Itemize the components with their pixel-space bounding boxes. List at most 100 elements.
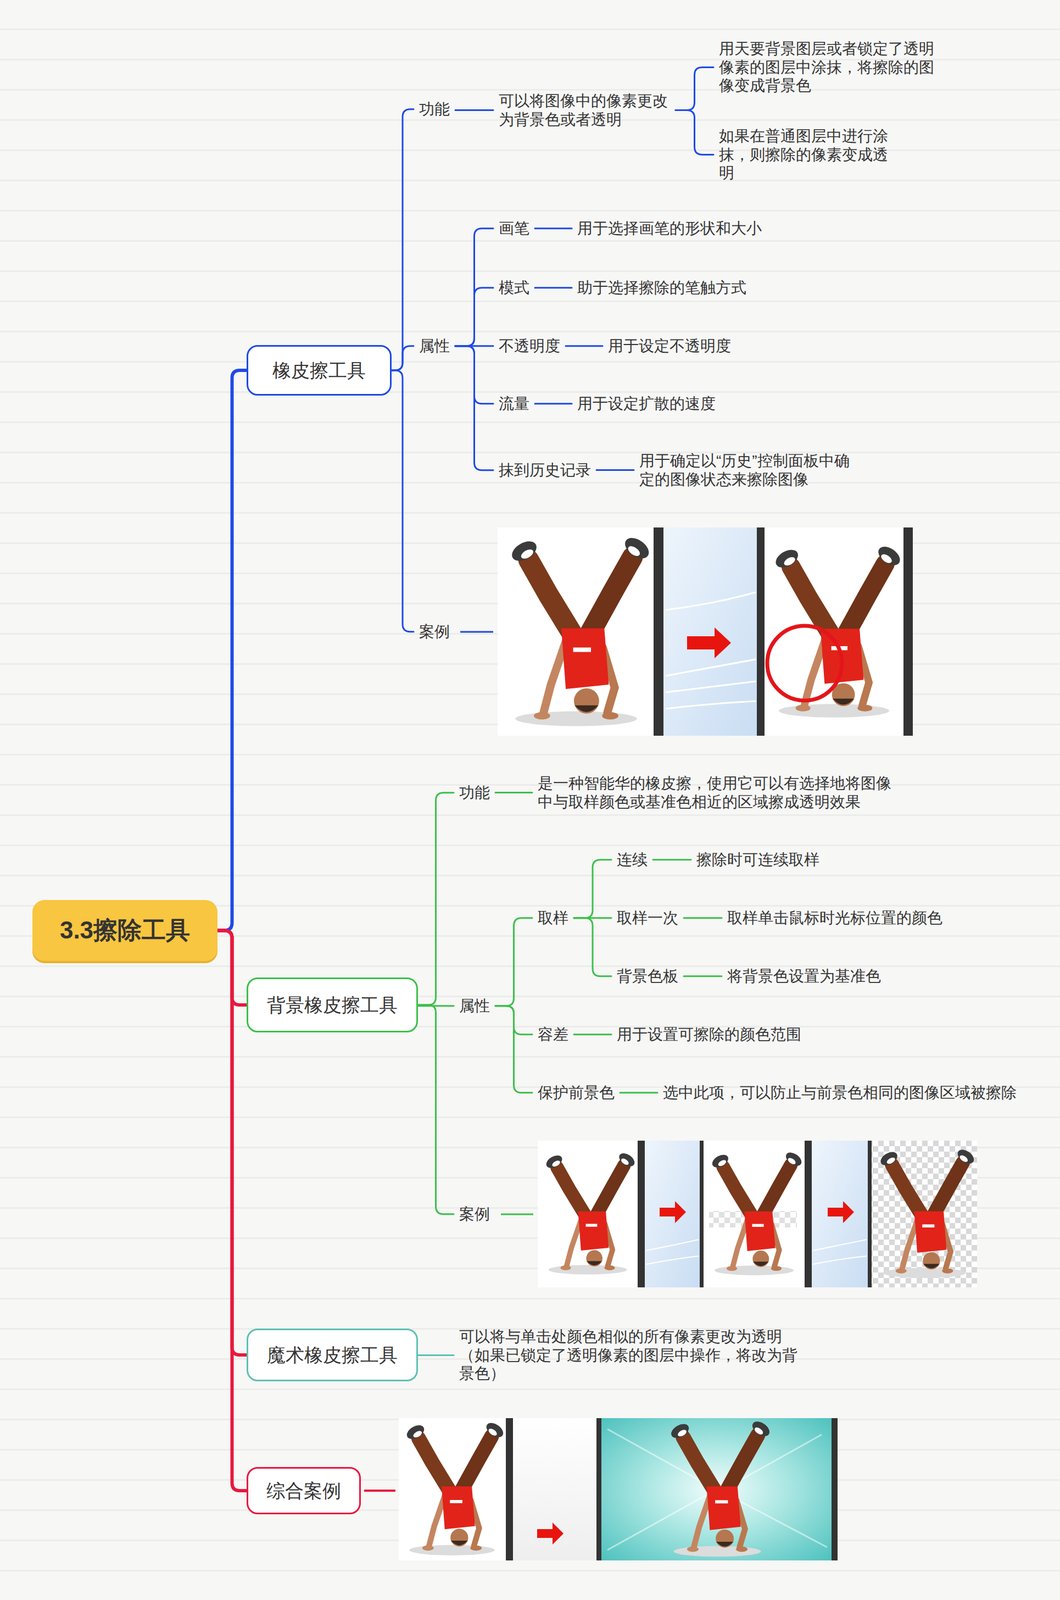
illustration-part [812, 1239, 867, 1251]
illustration-part [699, 1140, 704, 1287]
topic-label: 橡皮擦工具 [272, 359, 366, 382]
illustration-part [756, 527, 765, 736]
topic-text: 用于确定以“历史”控制面板中确定的图像状态来擦除图像 [633, 449, 865, 491]
illustration-part [544, 1150, 638, 1275]
illustration-part [878, 1146, 977, 1278]
case-illustration [537, 1140, 978, 1287]
topic-label: 背景色板 [616, 966, 679, 986]
connector-line [683, 916, 722, 919]
topic-text: 连续 [611, 848, 654, 872]
illustration-part [831, 1417, 838, 1560]
illustration-part [497, 527, 654, 736]
connector-line [417, 1004, 454, 1214]
connector-line [573, 859, 612, 918]
topic-label: 用天要背景图层或者锁定了透明像素的图层中涂抹，将擦除的图像变成背景色 [718, 39, 937, 96]
topic-text: 背景色板 [611, 964, 684, 988]
branch-topic: 魔术橡皮擦工具 [246, 1328, 418, 1381]
topic-label: 可以将图像中的像素更改为背景色或者透明 [498, 91, 671, 129]
connector-line [417, 1353, 454, 1356]
topic-label: 是一种智能华的橡皮擦，使用它可以有选择地将图像中与取样颜色或基准色相近的区域擦成… [537, 773, 896, 811]
topic-text: 可以将与单击处颜色相似的所有像素更改为透明（如果已锁定了透明像素的图层中操作，将… [453, 1324, 806, 1385]
connector-line [391, 109, 414, 371]
topic-text: 流量 [493, 392, 535, 416]
topic-text: 功能 [413, 97, 456, 121]
topic-text: 不透明度 [493, 334, 566, 358]
connector-line [391, 346, 414, 371]
illustration-part [767, 625, 842, 701]
connector-line [391, 370, 414, 632]
illustration-part [668, 1418, 773, 1556]
illustration-part [710, 1149, 805, 1275]
illustration-part [596, 1417, 602, 1560]
topic-text: 是一种智能华的橡皮擦，使用它可以有选择地将图像中与取样颜色或基准色相近的区域擦成… [532, 771, 902, 813]
topic-text: 抹到历史记录 [493, 458, 597, 482]
topic-label: 用于选择画笔的形状和大小 [577, 219, 762, 238]
illustration-part [812, 1255, 867, 1264]
leader-line [500, 1213, 534, 1215]
topic-text: 功能 [453, 780, 496, 805]
topic-label: 抹到历史记录 [498, 460, 591, 480]
topic-text: 选中此项，可以防止与前景色相同的图像区域被擦除 [657, 1080, 1023, 1104]
leader-line [460, 631, 494, 633]
illustration-part [903, 527, 913, 736]
connector-line [417, 792, 454, 1005]
topic-text: 保护前景色 [532, 1080, 621, 1104]
topic-label: 保护前景色 [537, 1083, 615, 1102]
connector-line [683, 974, 722, 977]
topic-label: 取样单击鼠标时光标位置的颜色 [727, 908, 943, 928]
illustration-part [665, 681, 756, 693]
topic-text: 用于设定扩散的速度 [571, 392, 722, 416]
topic-label: 功能 [419, 99, 450, 119]
topic-label: 属性 [459, 996, 490, 1015]
case-illustration [398, 1417, 838, 1560]
topic-text: 用于设定不透明度 [602, 334, 737, 358]
topic-text: 画笔 [493, 216, 535, 241]
illustration-part [804, 1140, 812, 1287]
topic-text: 用天要背景图层或者锁定了透明像素的图层中涂抹，将擦除的图像变成背景色 [713, 37, 942, 98]
topic-text: 用于设置可擦除的颜色范围 [611, 1022, 807, 1046]
topic-label: 助于选择擦除的笔触方式 [577, 278, 747, 298]
illustration-part [653, 527, 664, 736]
topic-text: 容差 [532, 1022, 574, 1046]
connector-line [217, 930, 247, 1491]
topic-text: 属性 [413, 334, 456, 358]
topic-label: 功能 [459, 783, 490, 802]
topic-label: 将背景色设置为基准色 [727, 966, 881, 986]
topic-label: 如果在普通图层中进行涂抹，则擦除的像素变成透明 [718, 126, 891, 183]
topic-label: 用于确定以“历史”控制面板中确定的图像状态来擦除图像 [639, 451, 859, 489]
topic-text: 取样 [532, 906, 574, 930]
connector-line [596, 469, 634, 471]
branch-topic: 背景橡皮擦工具 [246, 977, 418, 1032]
illustration-part [659, 1200, 686, 1223]
topic-label: 背景橡皮擦工具 [266, 993, 398, 1017]
illustration-part [398, 1417, 506, 1560]
topic-label: 不透明度 [498, 336, 561, 356]
topic-text: 助于选择擦除的笔触方式 [571, 276, 752, 300]
illustration-part [871, 1140, 978, 1287]
case-illustration [497, 527, 913, 736]
illustration-part [637, 1140, 645, 1287]
illustration-part [508, 533, 653, 726]
connector-line [675, 67, 714, 110]
connector-line [495, 917, 533, 1006]
topic-label: 擦除时可连续取样 [696, 850, 820, 869]
connector-line [534, 286, 572, 289]
connector-line [620, 1091, 658, 1093]
connector-line [455, 346, 494, 471]
topic-label: 连续 [616, 850, 648, 869]
topic-text: 模式 [493, 276, 535, 300]
topic-label: 选中此项，可以防止与前景色相同的图像区域被擦除 [662, 1083, 1017, 1102]
connector-line [455, 228, 494, 347]
illustration-part [512, 1417, 597, 1560]
topic-text: 案例 [413, 620, 456, 644]
topic-label: 模式 [498, 278, 530, 298]
illustration-part [764, 527, 904, 736]
topic-label: 属性 [419, 336, 450, 356]
root-topic: 3.3擦除工具 [32, 899, 218, 961]
topic-label: 用于设定不透明度 [607, 336, 732, 356]
topic-text: 如果在普通图层中进行涂抹，则擦除的像素变成透明 [713, 124, 896, 185]
topic-label: 流量 [498, 394, 530, 414]
topic-text: 属性 [453, 994, 496, 1018]
branch-topic: 橡皮擦工具 [246, 344, 392, 396]
